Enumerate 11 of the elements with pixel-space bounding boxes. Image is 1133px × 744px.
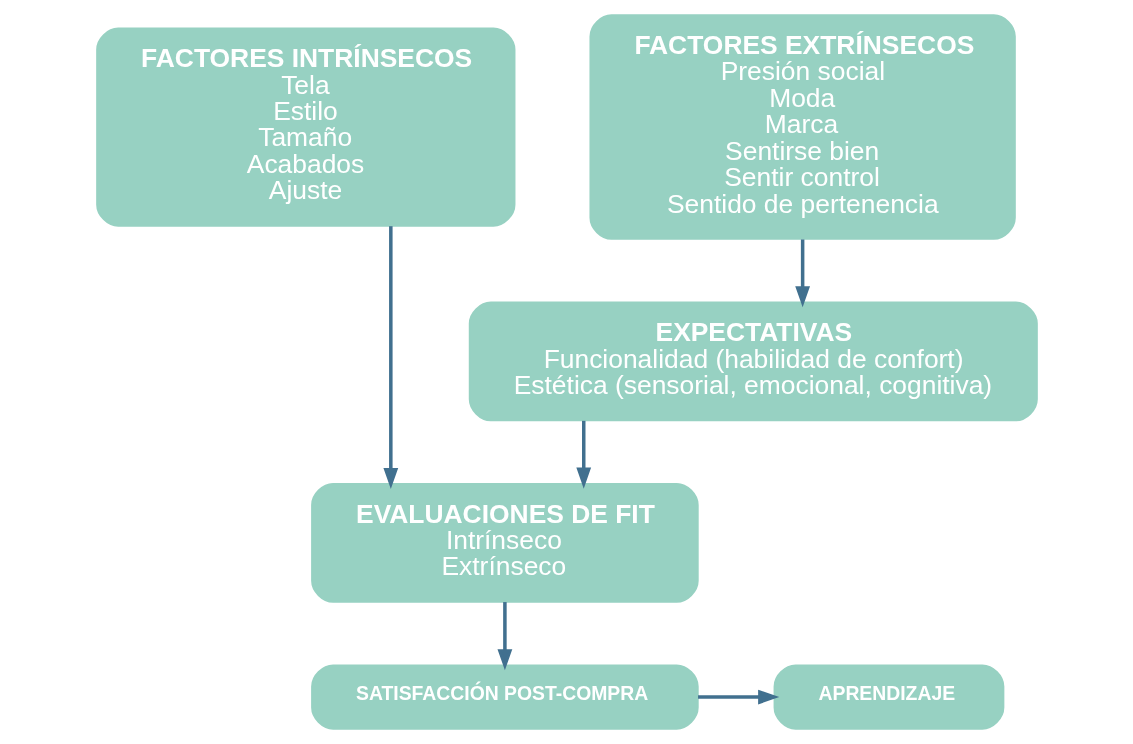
node-box: APRENDIZAJE	[773, 664, 1004, 730]
node-box: SATISFACCIÓN POST-COMPRA	[310, 664, 699, 730]
node-box: FACTORES INTRÍNSECOS Tela Estilo Tamaño Acabados Ajuste	[95, 27, 515, 227]
node-box: EXPECTATIVAS Funcionalidad (habilidad de confort) Estética (sensorial, emocional, cognitiva)	[468, 301, 1038, 422]
arrow	[697, 689, 779, 705]
arrow	[496, 602, 512, 671]
node-box: EVALUACIONES DE FIT Intrínseco Extrínseco	[310, 483, 699, 603]
arrow	[794, 239, 810, 308]
node-box: FACTORES EXTRÍNSECOS Presión social Moda Marca Sentirse bien Sentir control Sentido de pertenencia	[588, 14, 1016, 240]
arrow	[382, 226, 398, 490]
arrow	[575, 420, 591, 489]
